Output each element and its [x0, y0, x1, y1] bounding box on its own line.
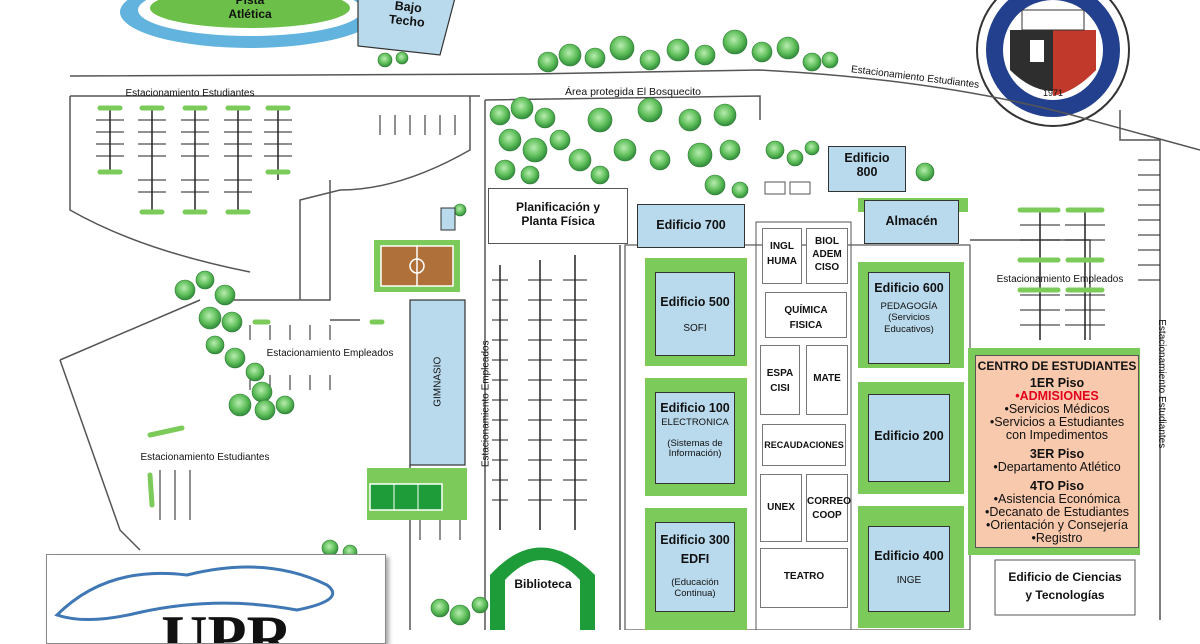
building-400-sub: INGE: [896, 575, 922, 586]
block-recaudaciones: RECAUDACIONES: [762, 424, 846, 466]
roads: [59, 69, 1200, 630]
centro-piso4: 4TO Piso: [1030, 479, 1084, 493]
ciencias-label: Edificio de Ciencias y Tecnologías: [1008, 570, 1122, 602]
campus-map: [59, 0, 1200, 630]
centro-admisiones: •ADMISIONES: [1015, 389, 1099, 403]
parking-empleados-right: Estacionamiento Empleados: [996, 274, 1124, 285]
upr-logo-wave: [54, 565, 335, 621]
building-300-sub: (Educación Continua): [671, 576, 719, 599]
centro-piso3-items: •Departamento Atlético: [993, 460, 1121, 474]
building-300-label: Edificio 300 EDFI: [660, 533, 730, 566]
centro-de-estudiantes: CENTRO DE ESTUDIANTES 1ER Piso •ADMISION…: [975, 355, 1139, 548]
block-ingl-huma-label: INGL HUMA: [767, 241, 797, 267]
building-800: Edificio 800: [828, 146, 906, 192]
block-teatro: TEATRO: [760, 548, 848, 608]
building-600-sub: PEDAGOGÍA (Servicios Educativos): [880, 301, 938, 335]
block-unex-label: UNEX: [767, 502, 795, 513]
block-correo-label: CORREO COOP: [807, 496, 851, 521]
tree-clusters: [174, 29, 935, 626]
planificacion-label: Planificación y Planta Física: [488, 188, 628, 244]
building-almacen: Almacén: [864, 200, 959, 244]
parking-empleados-vertical: Estacionamiento Empleados: [480, 340, 492, 468]
parking-estudiantes-top-left: Estacionamiento Estudiantes: [125, 88, 255, 99]
track-label: Pista Atlética: [228, 0, 272, 21]
athletic-track: [120, 0, 380, 48]
gym-building: [409, 299, 466, 466]
parking-stripes: [96, 110, 1160, 540]
bajo-techo-building: [357, 0, 456, 56]
centro-title: CENTRO DE ESTUDIANTES: [977, 359, 1137, 373]
block-correo-coop: CORREO COOP: [806, 474, 851, 542]
building-100: Edificio 100 ELECTRONICA (Sistemas de In…: [655, 392, 735, 484]
upr-logo: UPR: [46, 554, 386, 644]
block-quimica: QUÍMICA FISICA: [765, 292, 847, 338]
seal-year: 1971: [1042, 88, 1064, 98]
block-biol-label: BIOL ADEM CISO: [812, 236, 842, 273]
block-quimica-label: QUÍMICA FISICA: [784, 305, 828, 331]
centro-piso3: 3ER Piso: [1029, 447, 1085, 461]
parking-estudiantes-vertical-right: Estacionamiento Estudiantes: [1155, 319, 1167, 449]
block-recaudaciones-label: RECAUDACIONES: [764, 440, 844, 450]
centro-piso4-items: •Asistencia Económica •Decanato de Estud…: [984, 492, 1130, 545]
block-ingl-huma: INGL HUMA: [762, 228, 802, 284]
building-500-label: Edificio 500: [660, 295, 730, 309]
block-mate: MATE: [806, 345, 848, 415]
block-mate-label: MATE: [813, 373, 841, 384]
gimnasio-label: GIMNASIO: [432, 356, 444, 407]
building-200: Edificio 200: [868, 394, 950, 482]
building-700-label: Edificio 700: [656, 218, 726, 232]
block-unex: UNEX: [760, 474, 802, 542]
bosquecito-label: Área protegida El Bosquecito: [564, 86, 701, 98]
building-200-label: Edificio 200: [874, 429, 944, 443]
building-600: Edificio 600 PEDAGOGÍA (Servicios Educat…: [868, 272, 950, 364]
tennis-court: [367, 468, 467, 520]
building-500: Edificio 500 SOFI: [655, 272, 735, 356]
building-500-sub: SOFI: [683, 323, 707, 334]
block-biol: BIOL ADEM CISO: [806, 228, 848, 284]
parking-green-bars: [97, 105, 1105, 508]
building-100-sub: ELECTRONICA (Sistemas de Información): [661, 417, 729, 460]
university-seal: [976, 0, 1130, 127]
building-700: Edificio 700: [637, 204, 745, 248]
building-600-label: Edificio 600: [874, 281, 944, 295]
parking-empleados-left: Estacionamiento Empleados: [266, 348, 394, 359]
building-800-label: Edificio 800: [844, 151, 890, 179]
building-400-label: Edificio 400: [874, 549, 944, 563]
upr-logo-text: UPR: [161, 602, 293, 644]
biblioteca-label: Biblioteca: [514, 577, 572, 591]
small-structure: [440, 207, 456, 231]
centro-piso1-items: •Servicios Médicos •Servicios a Estudian…: [989, 402, 1125, 442]
centro-piso1: 1ER Piso: [1029, 376, 1085, 390]
block-espa-label: ESPA CISI: [766, 368, 794, 394]
basketball-court: [374, 240, 460, 292]
building-100-label: Edificio 100: [660, 401, 730, 415]
block-espa-cisi: ESPA CISI: [760, 345, 800, 415]
building-400: Edificio 400 INGE: [868, 526, 950, 612]
parking-estudiantes-left: Estacionamiento Estudiantes: [140, 452, 270, 463]
almacen-label: Almacén: [885, 214, 938, 228]
building-300: Edificio 300 EDFI (Educación Continua): [655, 522, 735, 612]
block-teatro-label: TEATRO: [783, 571, 825, 582]
